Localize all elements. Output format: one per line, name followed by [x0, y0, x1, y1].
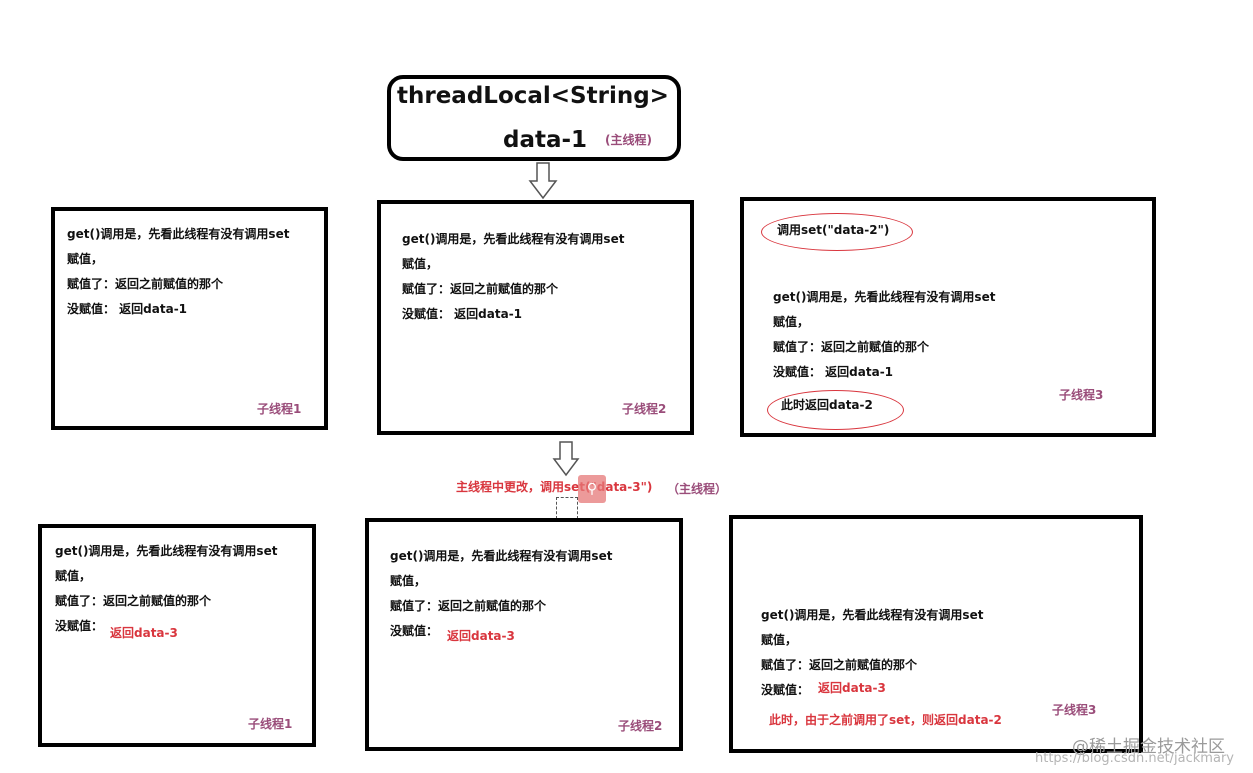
main-change-tag: （主线程）	[667, 482, 728, 496]
watermark-url: https://blog.csdn.net/jackmary	[1035, 751, 1234, 766]
thread2-box-top: get()调用是，先看此线程有没有调用set 赋值， 赋值了：返回之前赋值的那个…	[377, 200, 694, 435]
assign-line: 赋值，	[402, 257, 439, 271]
search-icon: ⚲	[578, 475, 606, 503]
thread2-box-bottom: get()调用是，先看此线程有没有调用set 赋值， 赋值了：返回之前赋值的那个…	[365, 518, 683, 751]
get-rule-line: get()调用是，先看此线程有没有调用set	[402, 232, 625, 246]
assigned-line: 赋值了：返回之前赋值的那个	[402, 282, 559, 296]
main-change-text: 主线程中更改，调用set("data-3")	[456, 480, 653, 494]
thread-label: 子线程2	[618, 719, 663, 733]
assigned-line: 赋值了：返回之前赋值的那个	[773, 340, 930, 354]
selection-handle-icon	[556, 497, 578, 519]
down-arrow-icon	[552, 441, 580, 477]
bottom-note-text: 此时，由于之前调用了set，则返回data-2	[769, 713, 1002, 727]
assigned-line: 赋值了：返回之前赋值的那个	[761, 658, 918, 672]
unassigned-line: 没赋值： 返回data-1	[773, 365, 894, 379]
thread1-box-bottom: get()调用是，先看此线程有没有调用set 赋值， 赋值了：返回之前赋值的那个…	[38, 524, 316, 747]
thread-label: 子线程3	[1059, 388, 1104, 402]
assign-line: 赋值，	[55, 569, 92, 583]
set-call-text: 调用set("data-2")	[777, 223, 890, 237]
thread-label: 子线程1	[248, 717, 293, 731]
assign-line: 赋值，	[390, 574, 427, 588]
threadlocal-title: threadLocal<String>	[397, 83, 669, 109]
main-value: data-1	[503, 127, 588, 153]
return-data3-text: 返回data-3	[110, 626, 178, 640]
get-rule-line: get()调用是，先看此线程有没有调用set	[55, 544, 278, 558]
down-arrow-icon	[528, 162, 558, 200]
assigned-line: 赋值了：返回之前赋值的那个	[390, 599, 547, 613]
set-call-ellipse	[761, 213, 913, 251]
unassigned-line: 没赋值： 返回data-1	[402, 307, 523, 321]
unassigned-line: 没赋值： 返回data-1	[67, 302, 188, 316]
assigned-line: 赋值了：返回之前赋值的那个	[55, 594, 212, 608]
thread3-box-top: 调用set("data-2") get()调用是，先看此线程有没有调用set 赋…	[740, 197, 1156, 437]
threadlocal-box: threadLocal<String> data-1 (主线程)	[387, 75, 681, 161]
thread1-box-top: get()调用是，先看此线程有没有调用set 赋值， 赋值了：返回之前赋值的那个…	[51, 207, 328, 430]
get-rule-line: get()调用是，先看此线程有没有调用set	[67, 227, 290, 241]
get-rule-line: get()调用是，先看此线程有没有调用set	[773, 290, 996, 304]
return-data3-text: 返回data-3	[447, 629, 515, 643]
thread3-box-bottom: get()调用是，先看此线程有没有调用set 赋值， 赋值了：返回之前赋值的那个…	[729, 515, 1143, 753]
assign-line: 赋值，	[67, 252, 104, 266]
unassigned-label: 没赋值：	[761, 683, 810, 697]
get-rule-line: get()调用是，先看此线程有没有调用set	[761, 608, 984, 622]
watermark-brand: @稀土掘金技术社区	[1072, 737, 1225, 757]
unassigned-label: 没赋值：	[55, 619, 104, 633]
main-thread-tag: (主线程)	[605, 133, 652, 147]
assign-line: 赋值，	[761, 633, 798, 647]
assign-line: 赋值，	[773, 315, 810, 329]
return-ellipse	[767, 390, 904, 430]
thread-label: 子线程3	[1052, 703, 1097, 717]
get-rule-line: get()调用是，先看此线程有没有调用set	[390, 549, 613, 563]
thread-label: 子线程2	[622, 402, 667, 416]
return-data3-text: 返回data-3	[818, 681, 886, 695]
return-data2-text: 此时返回data-2	[781, 398, 873, 412]
assigned-line: 赋值了：返回之前赋值的那个	[67, 277, 224, 291]
unassigned-label: 没赋值：	[390, 624, 439, 638]
thread-label: 子线程1	[257, 402, 302, 416]
